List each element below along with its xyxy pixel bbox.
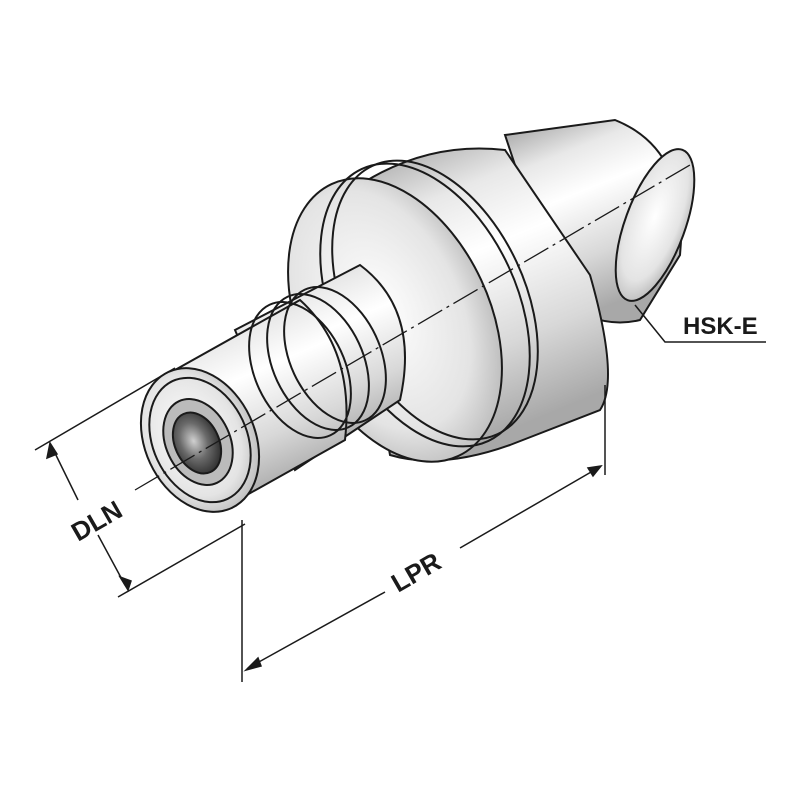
hsk-e-label: HSK-E: [683, 313, 758, 340]
bore: [171, 411, 223, 475]
dimension-dln: [34, 367, 246, 598]
lpr-label: LPR: [386, 546, 446, 598]
center-axis: [134, 164, 691, 491]
dln-label: DLN: [66, 494, 127, 547]
hsk-e-leader: [634, 304, 766, 343]
front-face: [139, 367, 261, 513]
dimension-lpr: [241, 385, 606, 682]
